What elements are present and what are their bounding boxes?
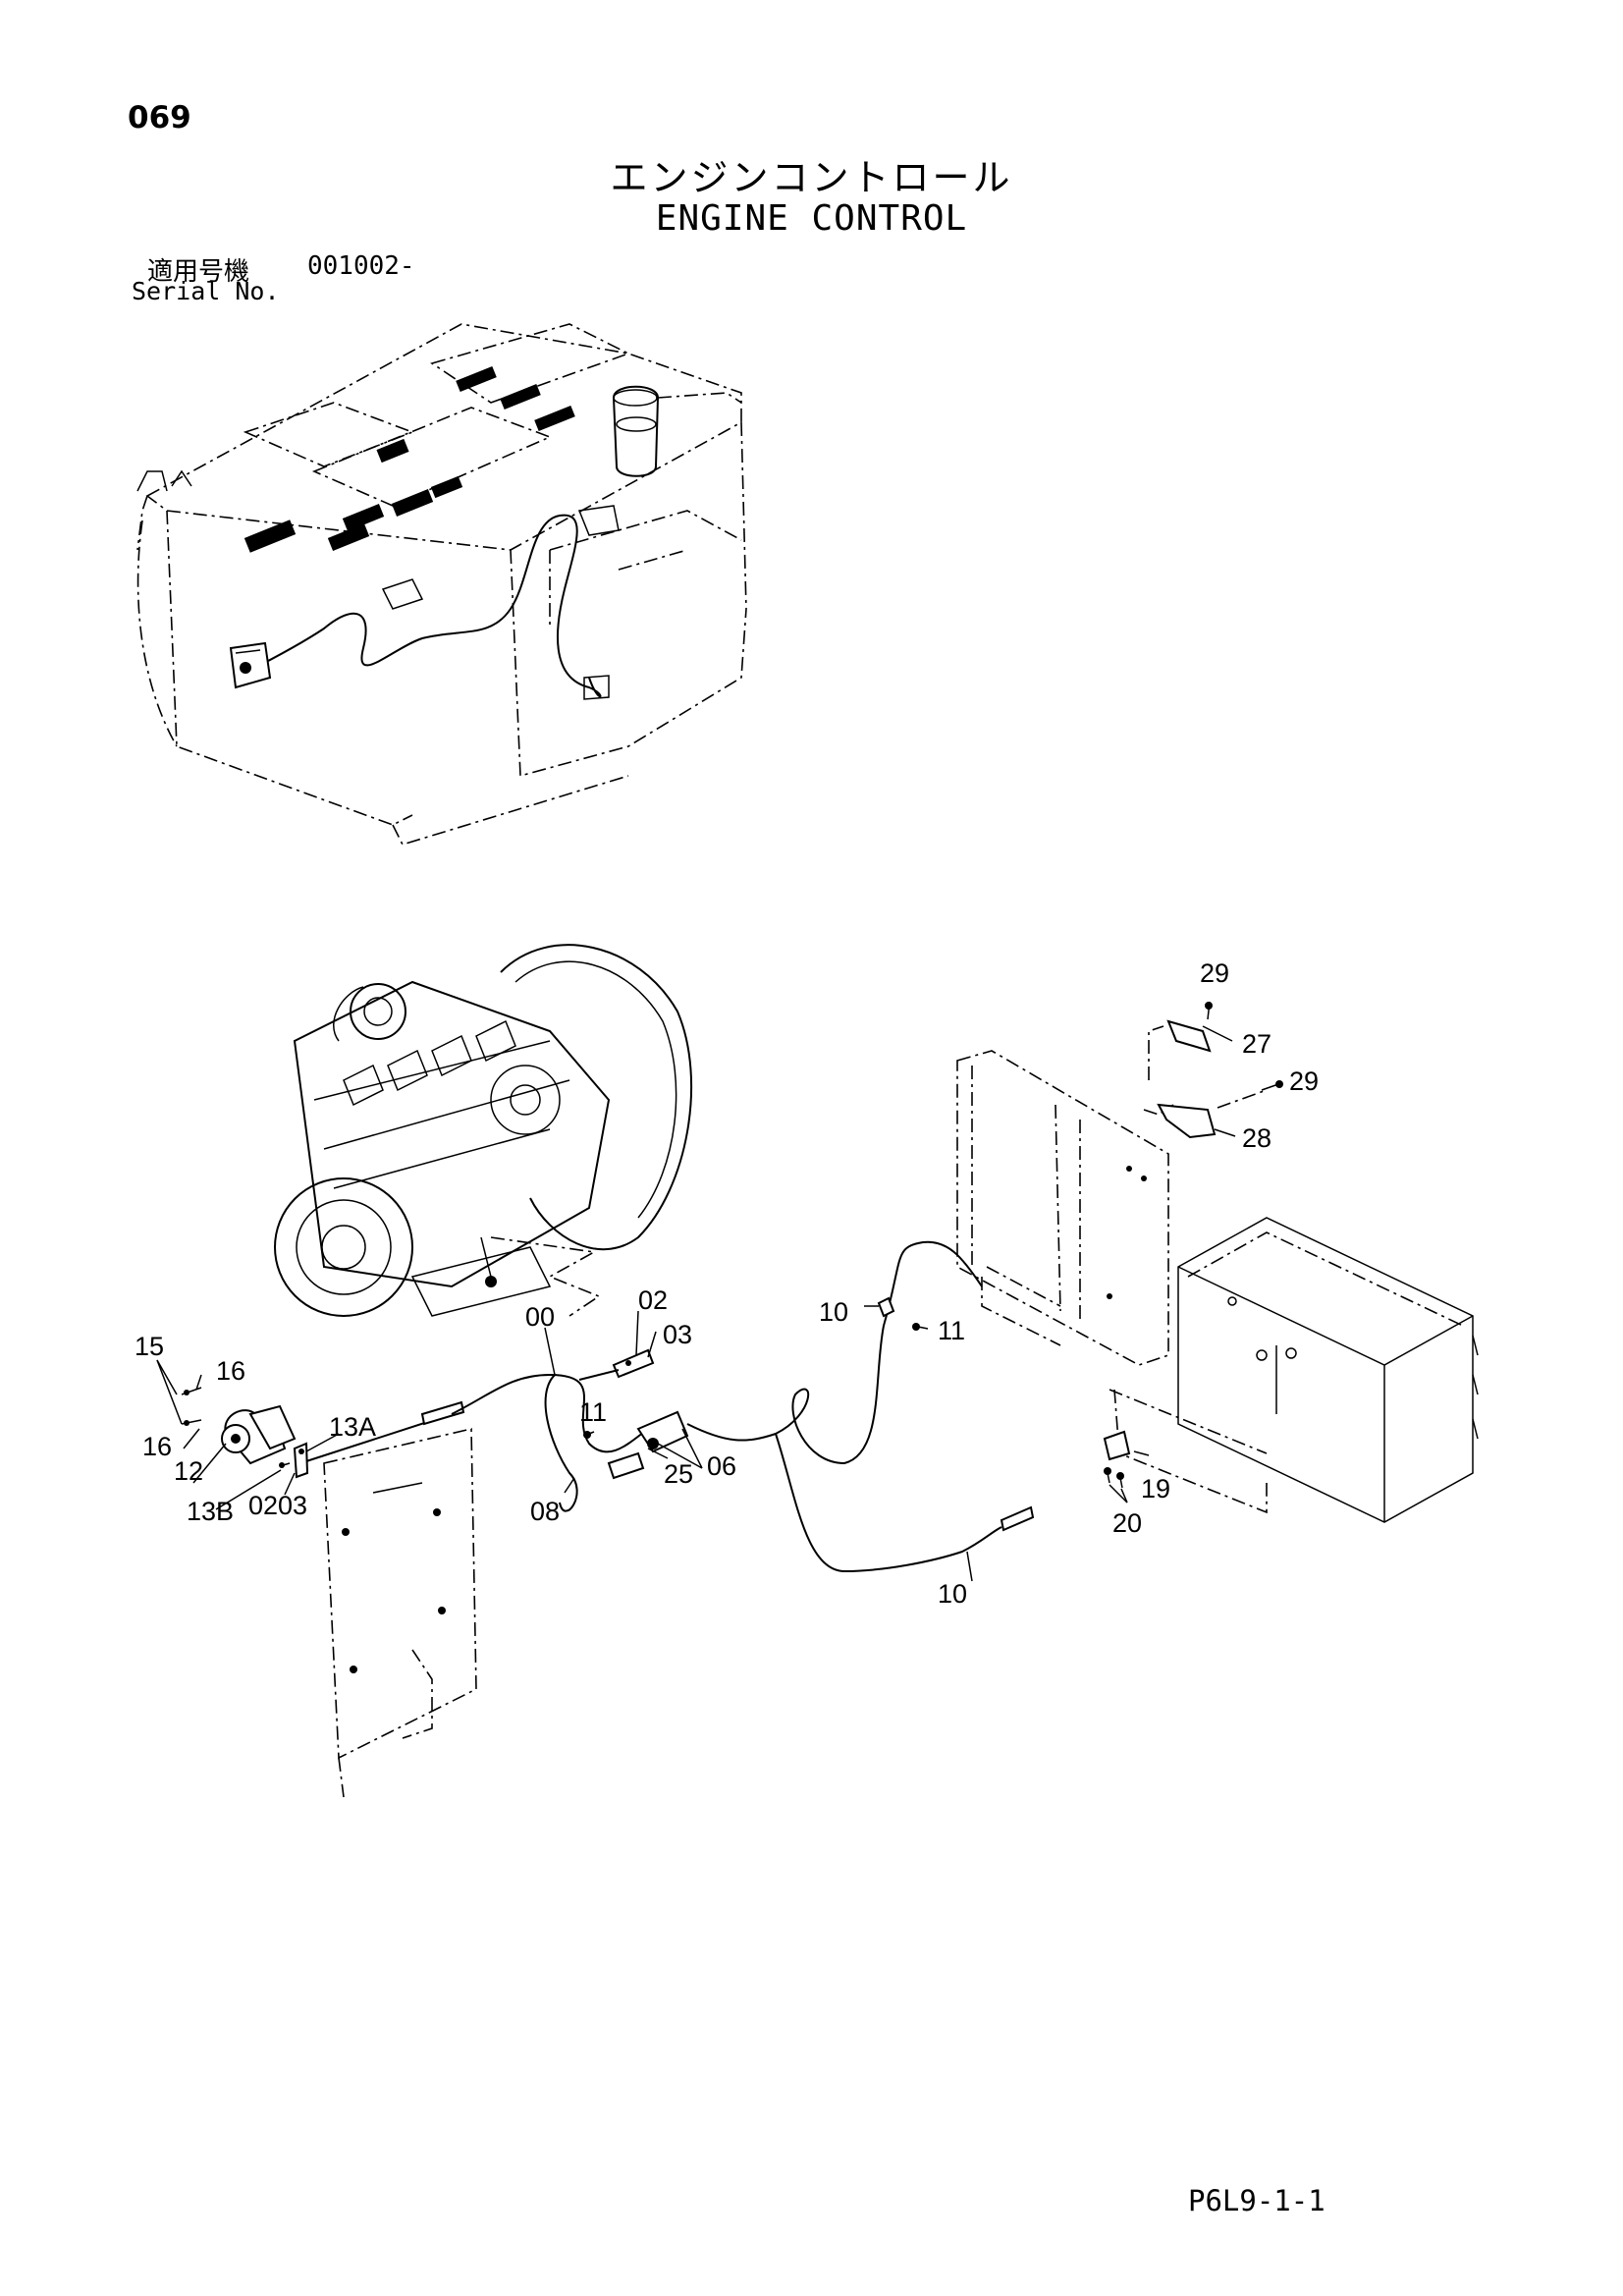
callout-12: 12 (174, 1456, 203, 1486)
document-code: P6L9-1-1 (1188, 2184, 1325, 2217)
serial-label-jp: 適用号機 (147, 257, 250, 287)
diagram-title-en: ENGINE CONTROL (655, 198, 968, 239)
callout-19: 19 (1141, 1474, 1170, 1503)
callout-28: 28 (1242, 1123, 1271, 1153)
callout-16-upper: 16 (216, 1356, 245, 1386)
callout-25: 25 (664, 1459, 693, 1489)
serial-value: 001002- (307, 251, 415, 281)
throttle-cable-run (451, 1240, 1035, 1582)
callout-27: 27 (1242, 1029, 1271, 1059)
control-panel-bracket (323, 1427, 477, 1798)
callout-10-upper: 10 (819, 1297, 848, 1327)
callout-02: 02 (638, 1285, 668, 1315)
machine-overview-drawing (136, 323, 747, 846)
callout-00: 00 (525, 1302, 555, 1332)
callout-29-right: 29 (1289, 1066, 1319, 1096)
serial-label-en: Serial No. (132, 277, 280, 305)
callout-06: 06 (707, 1451, 736, 1481)
callout-15: 15 (135, 1332, 164, 1361)
diagram-title-jp: エンジンコントロール (610, 156, 1013, 199)
callout-08: 08 (530, 1497, 560, 1526)
right-mount-panel (956, 1001, 1479, 1523)
throttle-dial-assembly (156, 1359, 465, 1510)
callout-13b: 13B (187, 1497, 234, 1526)
callout-20: 20 (1112, 1508, 1142, 1538)
callout-labels: 29 27 29 28 02 03 00 10 11 15 16 16 12 1… (135, 958, 1319, 1609)
engine-cover-grille (243, 365, 575, 553)
callout-29-top: 29 (1200, 958, 1229, 988)
callout-11-lower: 11 (579, 1397, 607, 1427)
callout-13a: 13A (329, 1412, 376, 1442)
engine-block-drawing (274, 944, 693, 1317)
callout-16-lower: 16 (142, 1432, 172, 1461)
callout-03: 03 (663, 1320, 692, 1349)
page-number: 069 (128, 100, 191, 136)
callout-10-lower: 10 (938, 1579, 967, 1609)
callout-11-upper: 11 (938, 1316, 965, 1345)
callout-0203: 0203 (248, 1491, 307, 1520)
